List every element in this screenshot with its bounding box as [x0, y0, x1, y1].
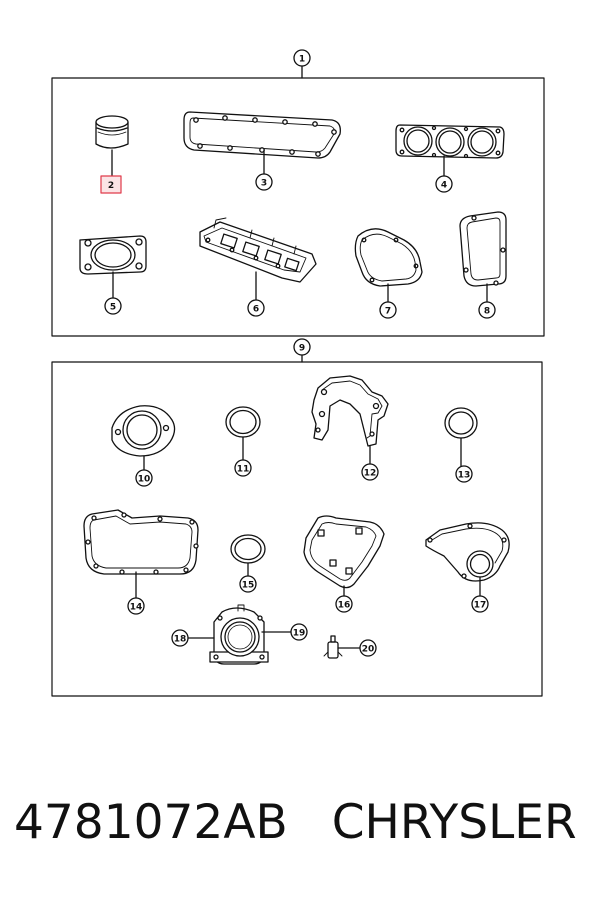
upper-group-box [51, 77, 545, 337]
lower-group-box [51, 361, 543, 697]
callout-11-label: 11 [237, 465, 250, 475]
o-ring-15-drawing [230, 534, 266, 577]
oil-pan-gasket-drawing [83, 509, 199, 599]
intake-gasket-drawing [199, 217, 317, 301]
callout-1 [293, 49, 311, 79]
caption: 4781072AB CHRYSLER [14, 795, 594, 865]
callout-5-label: 5 [110, 303, 116, 313]
part-number: 4781072AB [14, 795, 288, 850]
callout-19-label: 19 [293, 629, 306, 639]
seal-plug-drawing [95, 115, 129, 177]
callout-1-label: 1 [299, 55, 305, 65]
rear-seal-retainer-drawing [187, 604, 292, 665]
callout-8-label: 8 [484, 307, 490, 317]
callout-20-label: 20 [362, 645, 375, 655]
sensor-drawing [323, 635, 361, 659]
callout-12-label: 12 [364, 469, 377, 479]
callout-4-label: 4 [441, 181, 447, 191]
callout-9 [293, 338, 311, 363]
callout-3-label: 3 [261, 179, 267, 189]
callout-2-highlight [100, 175, 122, 194]
callout-7-label: 7 [385, 307, 391, 317]
water-outlet-gasket-drawing [425, 522, 510, 597]
callout-9-label: 9 [299, 344, 305, 354]
callout-18-label: 18 [174, 635, 187, 645]
callout-6-label: 6 [253, 305, 259, 315]
callout-13-label: 13 [458, 471, 471, 481]
callout-2-label: 2 [108, 181, 114, 191]
callout-17-label: 17 [474, 601, 487, 611]
callout-14-label: 14 [130, 603, 143, 613]
front-cover-gasket-drawing [311, 375, 389, 465]
plenum-gasket-drawing [459, 211, 507, 303]
exhaust-gasket-drawing [79, 235, 147, 299]
thermostat-gasket-drawing [111, 405, 176, 471]
callout-15-label: 15 [242, 581, 255, 591]
timing-gasket-drawing [354, 228, 423, 303]
callout-10-label: 10 [138, 475, 151, 485]
brand-name: CHRYSLER [331, 795, 577, 850]
o-ring-11-drawing [225, 406, 261, 461]
valve-cover-gasket-drawing [183, 111, 341, 175]
callout-16-label: 16 [338, 601, 351, 611]
water-pump-gasket-drawing [303, 515, 385, 597]
o-ring-13-drawing [444, 407, 478, 467]
head-gasket-drawing [395, 124, 505, 177]
